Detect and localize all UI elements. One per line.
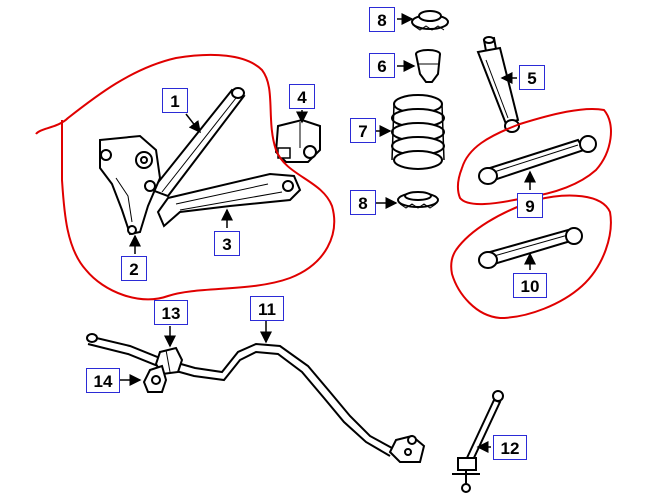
- callout-2[interactable]: 2: [121, 256, 147, 281]
- part-9-upper-control-arm[interactable]: [478, 135, 597, 185]
- callout-13[interactable]: 13: [154, 300, 188, 325]
- callout-4[interactable]: 4: [289, 84, 315, 109]
- callout-8-bottom[interactable]: 8: [350, 190, 376, 215]
- callout-11[interactable]: 11: [250, 296, 284, 321]
- part-12-stabilizer-end-link[interactable]: [452, 390, 504, 493]
- part-1-diagonal-brace[interactable]: [150, 87, 246, 198]
- part-11-stabilizer-bar[interactable]: [86, 333, 426, 463]
- callout-5[interactable]: 5: [519, 65, 545, 90]
- part-8-upper-isolator[interactable]: [411, 10, 449, 31]
- callout-9[interactable]: 9: [517, 193, 543, 218]
- callout-12[interactable]: 12: [493, 435, 527, 460]
- callout-3[interactable]: 3: [214, 231, 240, 256]
- part-4-bracket[interactable]: [274, 118, 321, 163]
- part-8-lower-isolator[interactable]: [397, 191, 439, 209]
- callout-10[interactable]: 10: [513, 273, 547, 298]
- part-6-jounce-bumper[interactable]: [415, 49, 441, 83]
- part-5-shock-absorber[interactable]: [476, 36, 520, 133]
- callout-6[interactable]: 6: [369, 53, 395, 78]
- callout-8-top[interactable]: 8: [369, 7, 395, 32]
- part-3-lower-control-arm[interactable]: [156, 172, 302, 228]
- highlight-left-assembly: [35, 53, 336, 301]
- callout-7[interactable]: 7: [350, 118, 376, 143]
- highlight-part-9: [456, 107, 612, 206]
- callout-1[interactable]: 1: [162, 88, 188, 113]
- callout-14[interactable]: 14: [86, 368, 120, 393]
- part-2-mounting-bracket[interactable]: [99, 134, 162, 236]
- part-7-coil-spring[interactable]: [391, 94, 445, 170]
- part-14-bushing-clamp[interactable]: [142, 364, 168, 393]
- leader-arrows: [120, 13, 536, 453]
- part-10-lower-link-arm[interactable]: [478, 227, 583, 269]
